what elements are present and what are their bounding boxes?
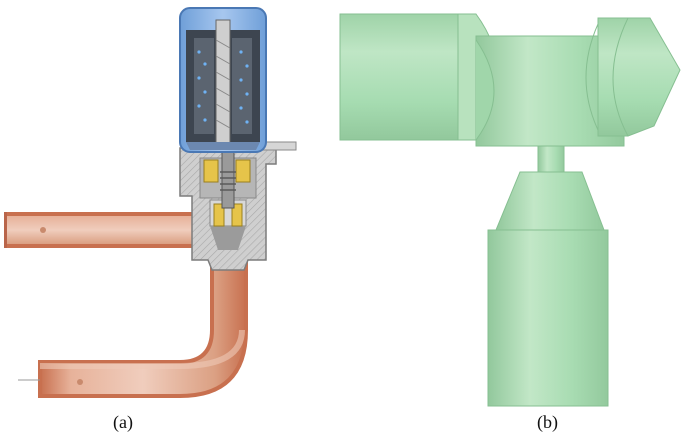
horizontal-copper-pipe	[4, 212, 200, 248]
lower-vertical-cylinder	[487, 229, 609, 407]
panel-b-fluid-model	[339, 13, 681, 407]
bent-copper-pipe	[18, 260, 248, 398]
truncated-cone	[495, 171, 605, 231]
neck-connector	[537, 145, 565, 173]
left-horizontal-cylinder	[339, 13, 499, 141]
panel-b-caption: (b)	[537, 412, 558, 432]
brass-internal-parts	[203, 147, 251, 227]
panel-a-caption: (a)	[113, 412, 133, 432]
coil-housing	[179, 7, 267, 153]
panel-a-valve-cutaway	[4, 7, 297, 398]
right-cylinder-cone	[585, 17, 681, 137]
